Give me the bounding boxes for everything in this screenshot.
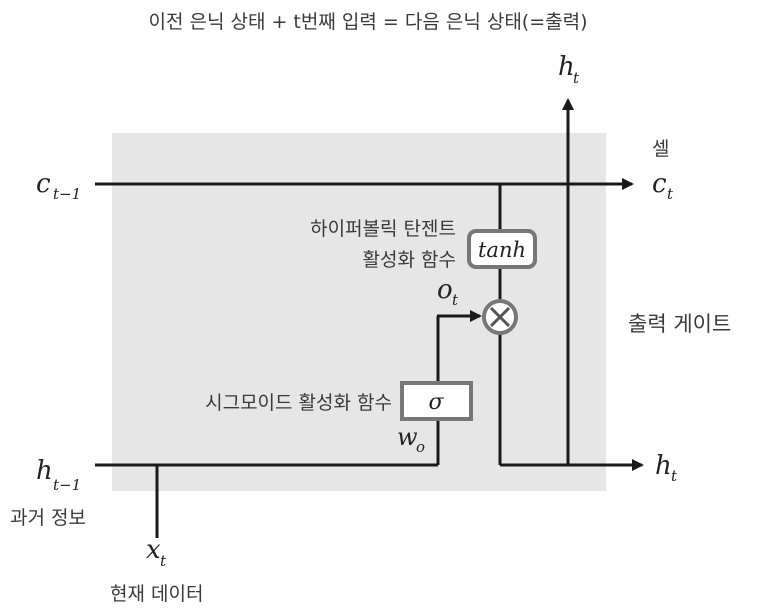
- sigma-box: [400, 381, 473, 421]
- cell-label: 셀: [652, 138, 669, 160]
- svg-text:c: c: [652, 169, 667, 199]
- svg-text:t: t: [160, 552, 167, 570]
- current-data-label: 현재 데이터: [110, 583, 203, 605]
- svg-text:o: o: [416, 438, 425, 456]
- svg-text:h: h: [655, 451, 672, 481]
- svg-text:t−1: t−1: [53, 476, 81, 494]
- cell-background: [112, 133, 606, 491]
- h-top-label: h t: [558, 52, 580, 87]
- svg-text:x: x: [146, 535, 161, 565]
- c-next-label: c t: [652, 169, 674, 203]
- svg-text:t−1: t−1: [53, 185, 81, 203]
- svg-text:o: o: [437, 275, 453, 305]
- svg-text:t: t: [667, 185, 674, 203]
- h-next-label: h t: [655, 451, 678, 485]
- past-info-label: 과거 정보: [10, 507, 86, 529]
- tanh-box: [467, 229, 537, 269]
- svg-text:h: h: [558, 52, 575, 82]
- svg-text:t: t: [671, 467, 678, 485]
- c-prev-label: c t−1: [36, 169, 81, 203]
- diagram-title: 이전 은닉 상태 + t번째 입력 = 다음 은닉 상태(=출력): [148, 11, 587, 33]
- tanh-label: tanh: [478, 238, 526, 262]
- sigma-label: σ: [428, 390, 444, 415]
- svg-text:h: h: [36, 456, 53, 486]
- svg-text:w: w: [397, 423, 418, 451]
- svg-text:t: t: [573, 69, 580, 87]
- sigmoid-desc: 시그모이드 활성화 함수: [205, 392, 392, 414]
- multiply-icon: [482, 299, 518, 335]
- w-o-label: w o: [397, 423, 425, 456]
- output-gate-label: 출력 게이트: [628, 312, 731, 336]
- o-t-label: o t: [437, 275, 459, 309]
- x-t-label: x t: [146, 535, 167, 570]
- h-prev-label: h t−1: [36, 456, 81, 494]
- svg-text:t: t: [452, 291, 459, 309]
- svg-text:c: c: [36, 169, 51, 199]
- tanh-desc-line2: 활성화 함수: [363, 249, 456, 271]
- tanh-desc-line1: 하이퍼볼릭 탄젠트: [310, 218, 456, 240]
